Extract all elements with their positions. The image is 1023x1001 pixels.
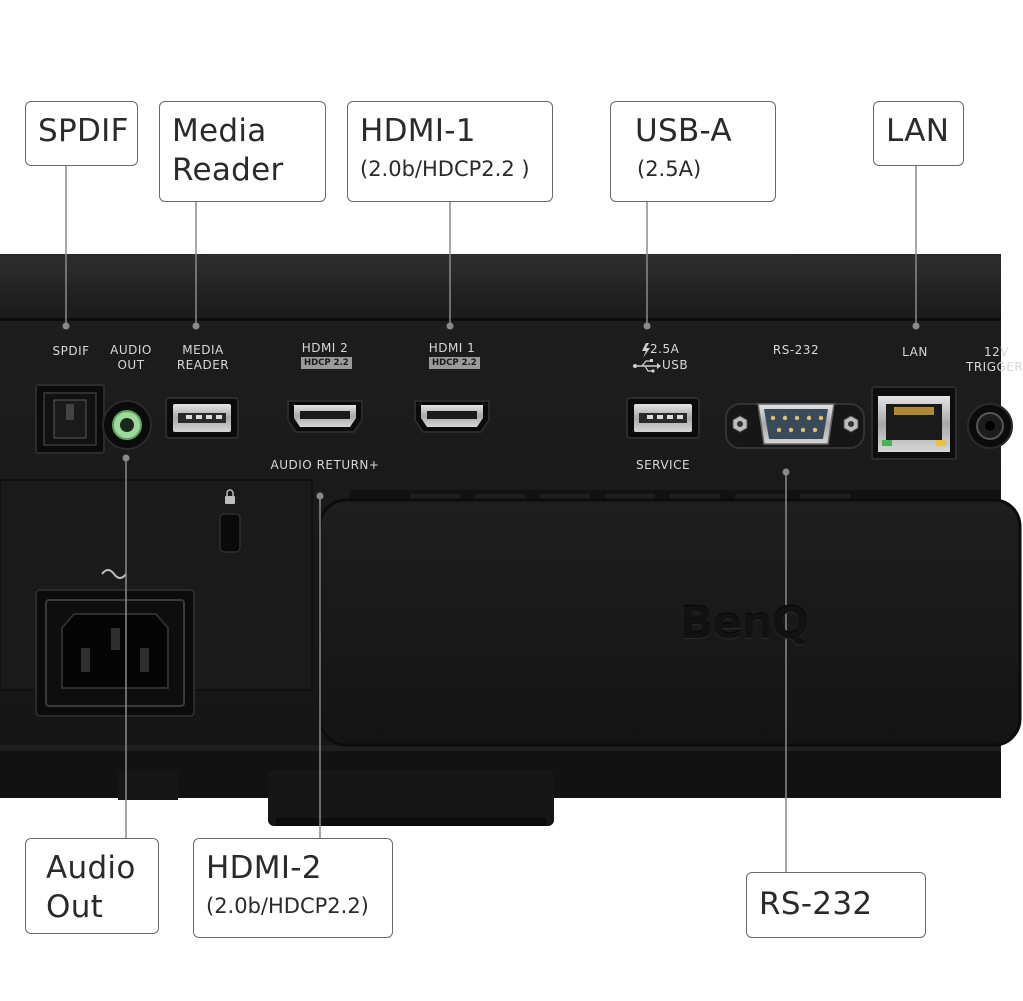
trigger-jack (967, 403, 1013, 449)
panel-label-audio-out-line1: AUDIO (110, 343, 152, 357)
panel-label-trigger-line2: TRIGGER (966, 360, 1023, 374)
panel-label-hdmi1: HDMI 1 (428, 341, 476, 355)
callout-hdmi2: HDMI-2 (2.0b/HDCP2.2) (193, 838, 393, 938)
panel-label-audio-out: AUDIO OUT (100, 343, 162, 373)
projector-foot-small (118, 770, 178, 800)
projector-illustration (0, 166, 1022, 872)
rs232-port (725, 403, 865, 449)
callout-lan: LAN (873, 101, 964, 166)
callout-rs232-text: RS-232 (759, 886, 873, 922)
panel-label-rs232: RS-232 (772, 343, 820, 357)
leader-dots (62, 322, 920, 500)
callout-media-reader-line2: Reader (172, 152, 284, 188)
panel-label-trigger-line1: 12V (984, 345, 1009, 359)
audio-out-jack (102, 400, 152, 450)
callout-hdmi2-title: HDMI-2 (206, 850, 322, 886)
panel-label-media-reader-line2: READER (176, 358, 230, 372)
panel-label-media-reader: MEDIA READER (166, 343, 240, 373)
callout-hdmi1-sub: (2.0b/HDCP2.2 ) (360, 157, 530, 181)
projector-foot (268, 770, 554, 826)
panel-label-spdif: SPDIF (52, 344, 90, 358)
panel-label-usb-current: 2.5A (650, 342, 680, 356)
ac-symbol-icon (101, 569, 127, 579)
callout-media-reader-line1: Media (172, 113, 267, 149)
leader-lines (65, 166, 917, 872)
rear-cover (318, 498, 1022, 747)
panel-label-audio-return: AUDIO RETURN+ (270, 458, 380, 472)
callout-spdif-text: SPDIF (38, 113, 129, 149)
usb-symbol-icon (633, 359, 661, 373)
panel-label-audio-out-line2: OUT (117, 358, 145, 372)
callout-rs232: RS-232 (746, 872, 926, 938)
media-reader-usb-port (165, 397, 239, 439)
panel-label-usb: USB (662, 358, 689, 372)
callout-hdmi1-title: HDMI-1 (360, 113, 476, 149)
brand-logo: BenQ (680, 598, 809, 649)
kensington-slot (219, 513, 241, 553)
spdif-port (35, 384, 105, 454)
panel-label-lan: LAN (902, 345, 928, 359)
callout-audio-out-line1: Audio (46, 850, 136, 886)
callout-hdmi2-sub: (2.0b/HDCP2.2) (206, 894, 369, 918)
panel-label-hdmi2: HDMI 2 (301, 341, 349, 355)
callout-spdif: SPDIF (25, 101, 138, 166)
callout-usba: USB-A (2.5A) (610, 101, 776, 202)
callout-audio-out: Audio Out (25, 838, 159, 934)
lock-icon (225, 489, 235, 504)
ac-power-inlet (35, 589, 195, 717)
hdmi-1-port (414, 400, 490, 433)
panel-label-service: SERVICE (635, 458, 691, 472)
callout-lan-text: LAN (886, 113, 950, 149)
callout-media-reader: Media Reader (159, 101, 326, 202)
callout-usba-title: USB-A (635, 113, 732, 149)
lightning-icon (642, 343, 650, 358)
panel-label-media-reader-line1: MEDIA (182, 343, 224, 357)
panel-label-trigger: 12V TRIGGER (964, 345, 1023, 375)
hdmi1-hdcp-chip: HDCP 2.2 (429, 357, 480, 369)
callout-usba-sub: (2.5A) (637, 157, 702, 181)
lan-port (871, 386, 957, 460)
service-usb-port (626, 397, 700, 439)
hdmi2-hdcp-chip: HDCP 2.2 (301, 357, 352, 369)
hdmi-2-port (287, 400, 363, 433)
callout-audio-out-line2: Out (46, 889, 104, 925)
projector-rear-panel-photo: BenQ SPDIF AUDIO OUT MEDIA READER HDMI 2… (0, 101, 1023, 938)
callout-hdmi1: HDMI-1 (2.0b/HDCP2.2 ) (347, 101, 553, 202)
